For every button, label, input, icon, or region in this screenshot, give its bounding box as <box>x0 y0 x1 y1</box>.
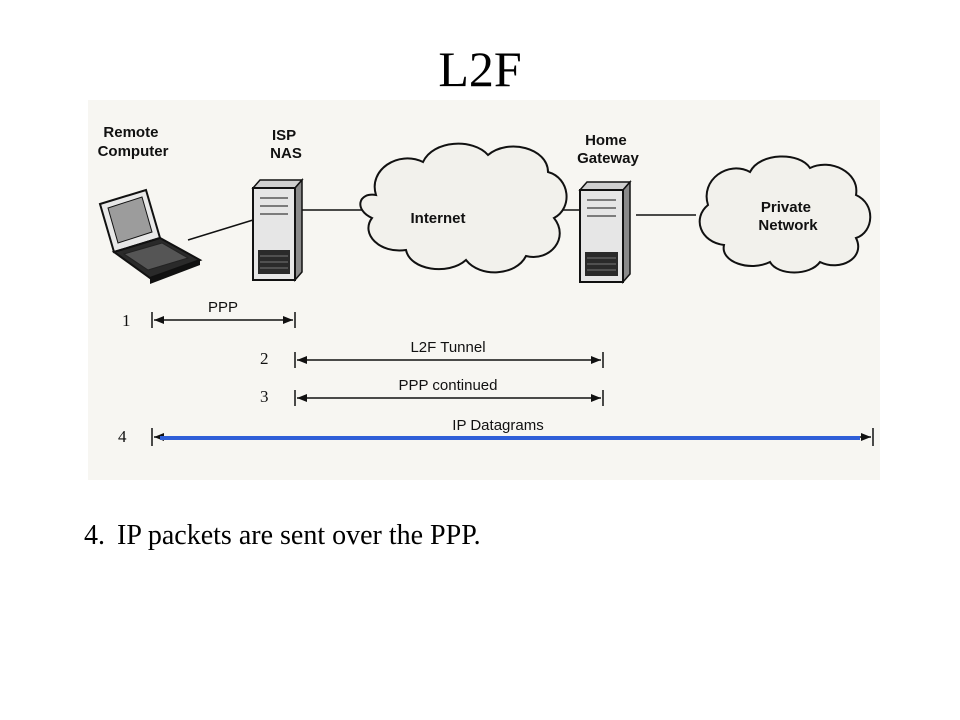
step-number: 3 <box>260 387 269 406</box>
label-remote-computer: Remote Computer <box>98 124 169 160</box>
link-computer-nas <box>187 219 254 241</box>
laptop-icon <box>98 188 203 284</box>
step-1-ppp: 1 PPP <box>122 299 296 330</box>
step-number: 2 <box>260 349 269 368</box>
step-number: 4 <box>118 427 127 446</box>
network-diagram: Remote Computer ISP NAS Internet Home G <box>88 100 880 480</box>
private-network-cloud-icon <box>698 155 872 274</box>
step-4-ip-datagrams: 4 IP Datagrams <box>118 417 874 446</box>
slide-title: L2F <box>438 41 522 97</box>
label-home-gateway: Home Gateway <box>577 132 639 167</box>
step-number: 1 <box>122 311 131 330</box>
internet-cloud-icon <box>359 142 568 274</box>
label-private-network: Private Network <box>758 199 818 234</box>
caption-number: 4. <box>84 520 105 551</box>
step-label: PPP continued <box>399 377 498 394</box>
step-3-ppp-continued: 3 PPP continued <box>260 377 604 406</box>
step-2-l2f-tunnel: 2 L2F Tunnel <box>260 339 604 368</box>
home-gateway-server-icon <box>578 180 632 284</box>
label-internet: Internet <box>410 210 465 227</box>
step-label: IP Datagrams <box>452 417 543 434</box>
caption-text: IP packets are sent over the PPP. <box>117 520 481 551</box>
step-label: L2F Tunnel <box>410 339 485 356</box>
step-label: PPP <box>208 299 238 316</box>
label-isp-nas: ISP NAS <box>270 127 302 162</box>
slide-caption: 4. IP packets are sent over the PPP. <box>84 520 481 552</box>
nas-server-icon <box>251 178 304 282</box>
